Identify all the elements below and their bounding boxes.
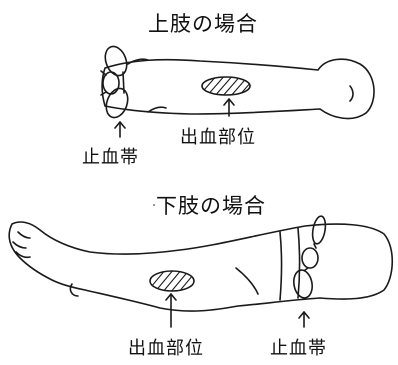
lower-tourniquet-arrow xyxy=(299,312,309,327)
upper-bleeding-site xyxy=(198,74,258,97)
lower-leg-illustration xyxy=(9,222,392,311)
lower-bleeding-site xyxy=(146,269,206,293)
upper-arm-illustration xyxy=(102,59,374,118)
upper-tourniquet-arrow xyxy=(115,122,125,137)
